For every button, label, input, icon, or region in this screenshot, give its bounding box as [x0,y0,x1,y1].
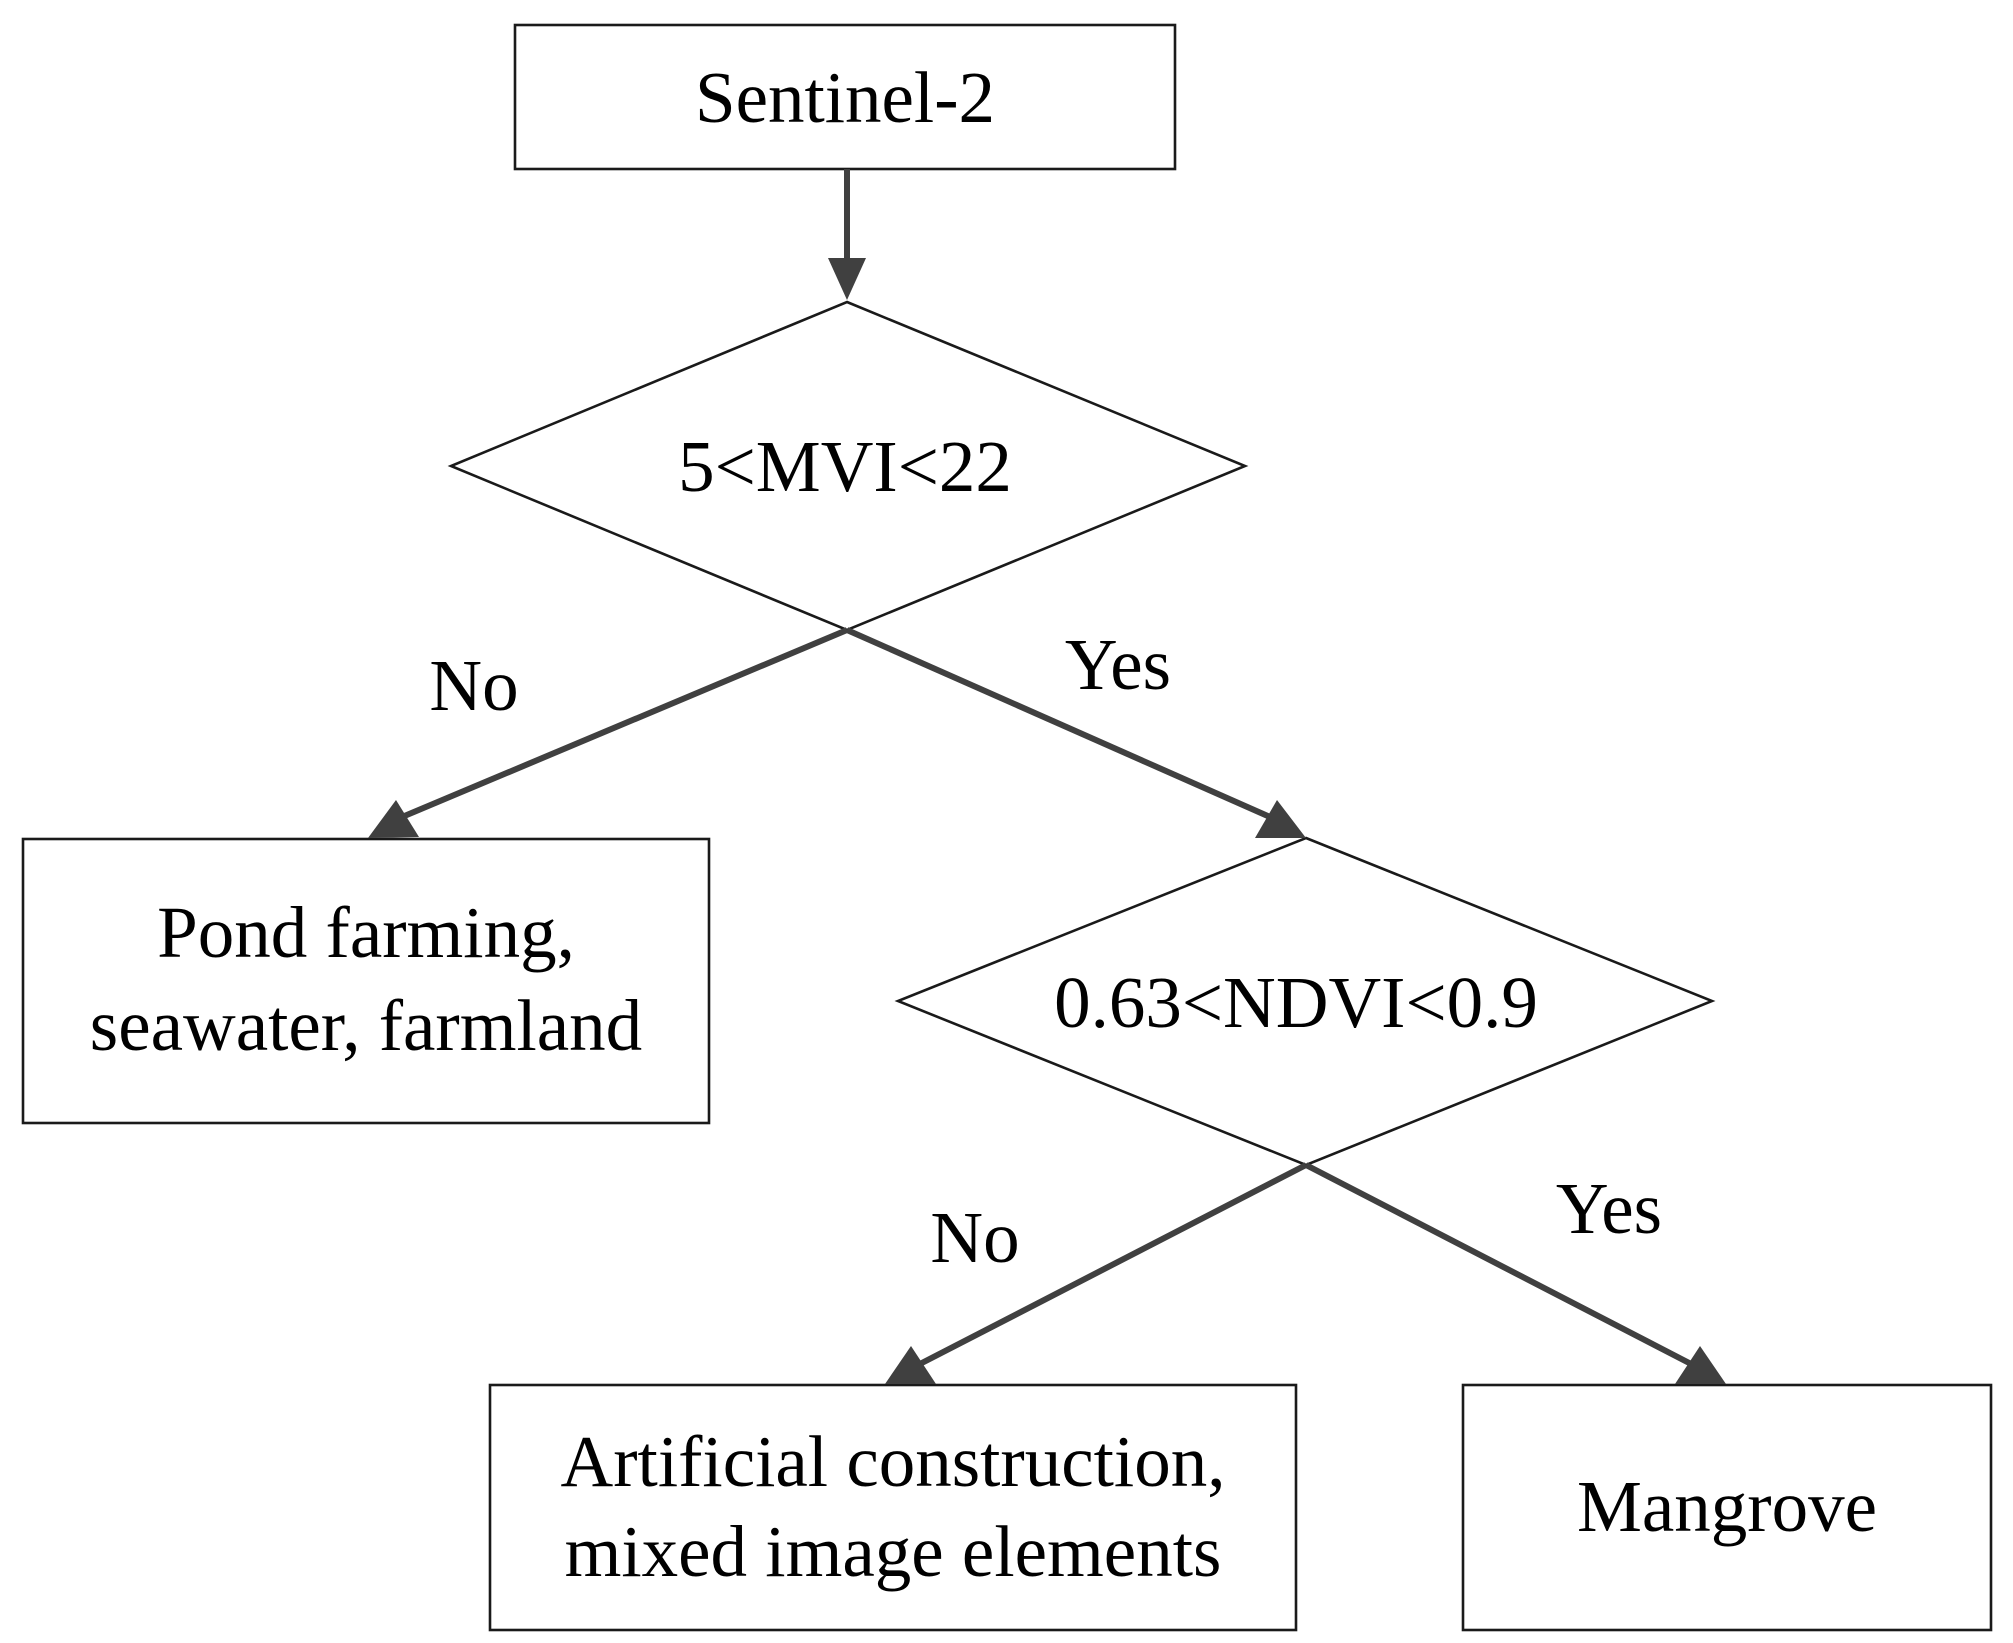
edge-label-ndvi-yes: Yes [1556,1168,1662,1249]
edge-ndvi-yes [1304,1162,1726,1384]
arrow-head-icon [885,1346,936,1384]
node-artificial-construction-line-2: mixed image elements [565,1511,1222,1592]
arrow-head-icon [368,800,419,838]
node-pond-farming-line-1: Pond farming, [157,892,575,973]
edge-label-ndvi-no: No [930,1197,1019,1278]
edge-label-mvi-no: No [429,645,518,726]
edge-label-mvi-yes: Yes [1065,624,1171,705]
node-pond-farming: Pond farming, seawater, farmland [21,837,711,1125]
decision-mvi-label: 5<MVI<22 [678,426,1012,507]
decision-ndvi-label: 0.63<NDVI<0.9 [1054,962,1538,1043]
node-pond-farming-line-2: seawater, farmland [90,985,642,1066]
node-sentinel-2: Sentinel-2 [513,23,1177,171]
node-artificial-construction-line-1: Artificial construction, [561,1421,1226,1502]
arrow-head-icon [828,258,866,300]
arrow-head-icon [1255,800,1306,838]
edge-ndvi-no [885,1162,1308,1384]
node-sentinel-2-label: Sentinel-2 [695,57,995,138]
edge-mvi-no [368,627,849,838]
decision-ndvi: 0.63<NDVI<0.9 [894,836,1716,1167]
node-artificial-construction: Artificial construction, mixed image ele… [488,1383,1298,1632]
node-mangrove-label: Mangrove [1577,1466,1877,1547]
node-mangrove: Mangrove [1461,1383,1993,1632]
edge-source-to-mvi [828,169,866,300]
arrow-head-icon [1675,1346,1726,1384]
edge-mvi-yes [845,627,1306,838]
decision-mvi: 5<MVI<22 [447,300,1249,632]
